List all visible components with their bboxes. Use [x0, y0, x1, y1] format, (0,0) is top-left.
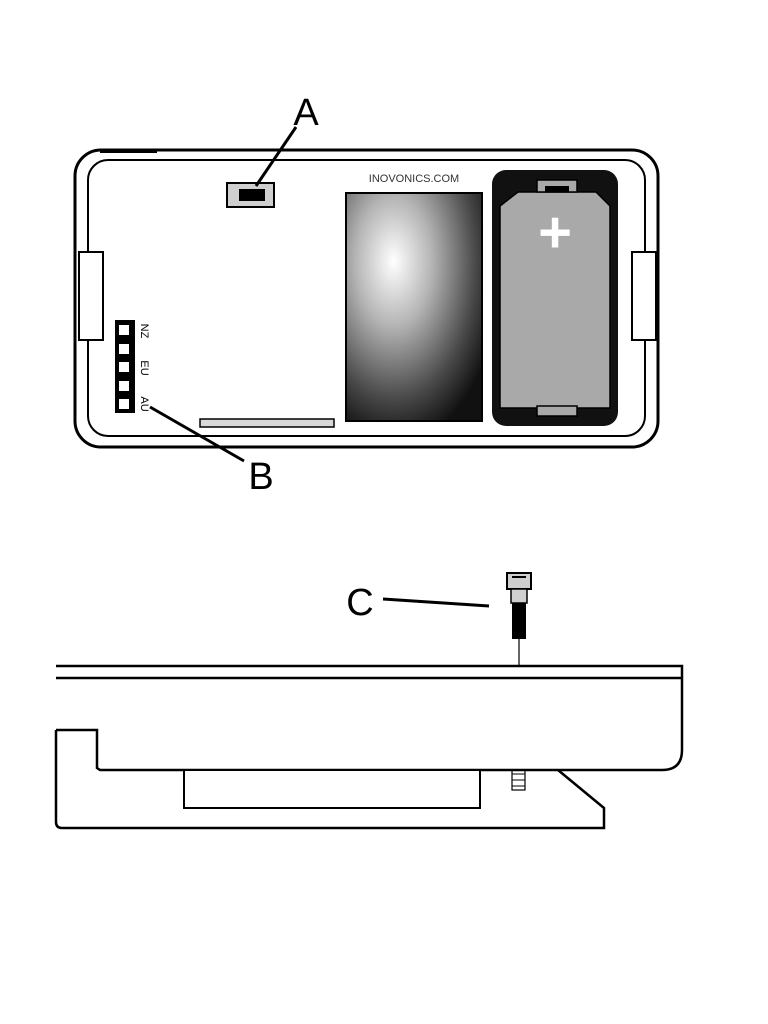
jumper-pin-2: [119, 344, 129, 354]
top-view: INOVONICS.COM + AU EU NZ: [73, 148, 660, 449]
callout-a-leader: [254, 126, 298, 187]
callout-c-leader: [382, 597, 490, 608]
tamper-switch-actuator: [239, 189, 265, 201]
callout-c-label: C: [346, 582, 373, 624]
right-latch: [631, 251, 657, 341]
battery-casing: [499, 191, 611, 409]
battery-plus-sign: +: [538, 200, 572, 265]
base-foot: [183, 769, 481, 809]
region-label-eu: EU: [138, 360, 150, 375]
jumper-pin-1: [119, 325, 129, 335]
brand-label: INOVONICS.COM: [369, 173, 459, 185]
screw-neck: [510, 588, 528, 604]
bottom-slot: [199, 418, 335, 428]
screw-head: [506, 572, 532, 590]
left-latch: [78, 251, 104, 341]
region-label-nz: NZ: [138, 324, 150, 339]
circuit-panel: [345, 192, 483, 422]
screw-shaft: [512, 603, 526, 639]
region-jumper: AU EU NZ: [115, 320, 150, 413]
side-view: [54, 572, 684, 830]
region-label-au: AU: [138, 396, 150, 411]
callout-b-leader: [149, 405, 245, 463]
screw-thread-insert: [511, 767, 526, 791]
jumper-pin-5: [119, 399, 129, 409]
cover-profile: [56, 664, 684, 772]
base-profile: [54, 730, 606, 830]
jumper-pin-4: [119, 381, 129, 391]
callout-b-label: B: [248, 456, 273, 498]
battery-terminal-top-cap: [545, 186, 569, 192]
jumper-pin-3: [119, 362, 129, 372]
battery-terminal-bottom: [536, 405, 578, 417]
callout-a-label: A: [293, 92, 319, 134]
